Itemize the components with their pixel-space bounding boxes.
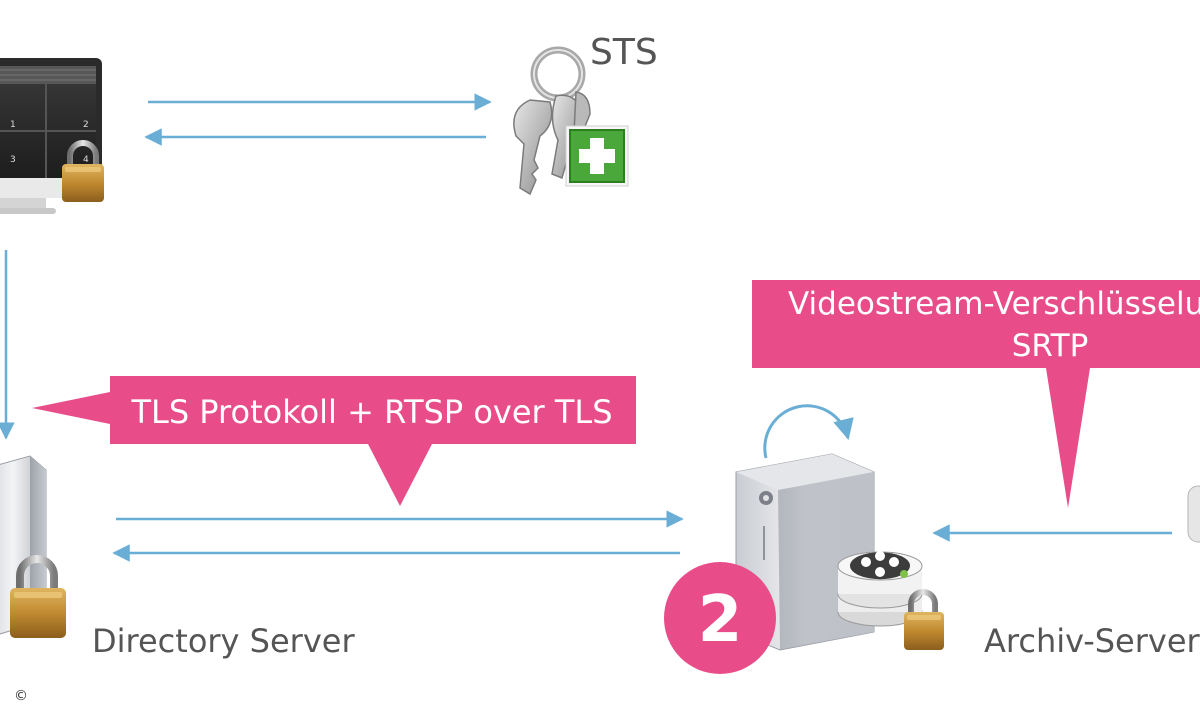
padlock-icon <box>10 555 66 638</box>
callout-video-line2: SRTP <box>1012 328 1089 364</box>
copyright-mark: © <box>14 688 28 704</box>
monitor-tile-2: 2 <box>83 120 89 130</box>
monitor-tile-3: 3 <box>10 155 16 165</box>
database-film-reels-icon <box>837 551 923 627</box>
padlock-icon <box>904 589 944 650</box>
callout-video-encryption: Videostream-Verschlüsselung SRTP <box>752 280 1200 508</box>
step-badge-number: 2 <box>698 583 743 657</box>
step-badge: 2 <box>664 562 776 674</box>
padlock-icon <box>62 140 104 202</box>
camera-icon <box>1187 485 1200 543</box>
keys-icon <box>513 46 591 196</box>
monitor-tile-1: 1 <box>10 120 16 130</box>
sts-label: STS <box>590 32 658 73</box>
archive-server-label: Archiv-Server <box>984 622 1200 660</box>
monitor-tile-4: 4 <box>83 155 89 165</box>
circular-arrow-icon <box>763 404 854 459</box>
callout-tls: TLS Protokoll + RTSP over TLS <box>32 376 636 506</box>
directory-server-label: Directory Server <box>92 622 355 660</box>
add-certificate-icon <box>565 125 629 187</box>
callout-video-line1: Videostream-Verschlüsselung <box>788 286 1200 322</box>
callout-tls-text: TLS Protokoll + RTSP over TLS <box>130 393 612 431</box>
